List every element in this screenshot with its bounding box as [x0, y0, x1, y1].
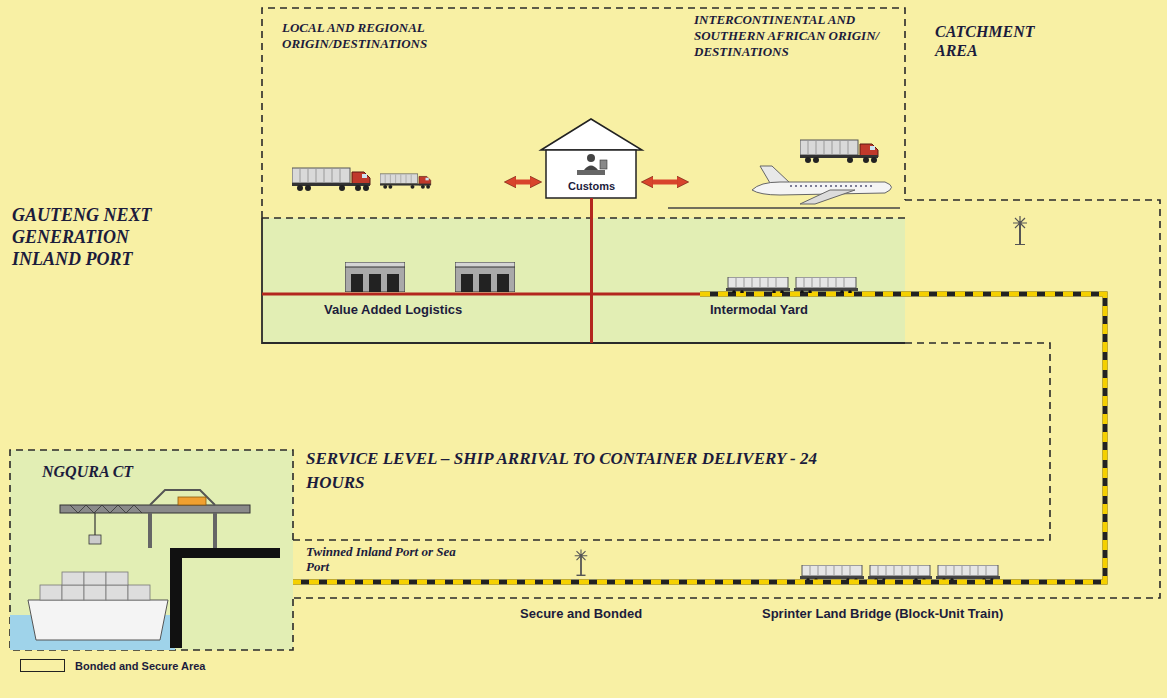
node-label: GAUTENG NEXT GENERATION INLAND PORT — [12, 204, 197, 270]
double-arrow — [651, 180, 679, 185]
warehouse-icon — [455, 262, 515, 292]
plane-icon — [790, 185, 875, 187]
label-holder: SERVICE LEVEL – SHIP ARRIVAL TO CONTAINE… — [306, 447, 876, 495]
wagon-icon — [800, 565, 864, 582]
node-label: Customs — [549, 180, 634, 193]
bonded-outline — [10, 8, 1160, 650]
port-crane — [106, 572, 128, 585]
customs-icon — [541, 119, 642, 198]
wagon-icon — [936, 565, 1000, 582]
intermodal-yard: Intermodal Yard — [700, 252, 865, 324]
logistics-area: Value Added Logistics — [318, 252, 533, 324]
truck-icon — [380, 174, 431, 189]
customs-icon — [584, 166, 598, 171]
plane-icon — [752, 182, 892, 195]
wagon-icon — [794, 277, 858, 294]
road-connector — [533, 198, 592, 294]
road-line — [590, 294, 593, 343]
legend-row: Bonded and Secure Area — [20, 659, 205, 672]
port-crane — [106, 585, 128, 600]
port-crane — [62, 585, 84, 600]
road-connector — [592, 198, 701, 294]
plane-icon — [668, 166, 900, 208]
port-crane — [89, 535, 101, 544]
plane-icon — [760, 166, 790, 183]
port-crane — [150, 513, 215, 548]
port-crane — [128, 585, 150, 600]
node-label: LOCAL AND REGIONAL ORIGIN/DESTINATIONS — [282, 20, 497, 52]
port-crane — [84, 585, 106, 600]
catchment-border — [262, 217, 905, 219]
double-arrow — [514, 180, 532, 185]
rail-track — [293, 294, 1105, 582]
edge-label-holder: Sprinter Land Bridge (Block-Unit Train) — [760, 606, 1005, 622]
catchment-area: CATCHMENT AREALOCAL AND REGIONAL ORIGIN/… — [262, 8, 905, 218]
customs-icon — [541, 119, 642, 150]
terminal-border — [10, 450, 293, 650]
plane-icon — [668, 207, 900, 209]
port-crane — [28, 600, 168, 640]
port-crane — [60, 505, 250, 513]
road-line — [592, 198, 701, 294]
customs-icon — [587, 154, 595, 162]
note-label: SERVICE LEVEL – SHIP ARRIVAL TO CONTAINE… — [306, 447, 876, 495]
terminal-ground — [10, 450, 293, 650]
rail-connector — [293, 294, 1105, 582]
road-line — [262, 293, 533, 296]
label-holder: Twinned Inland Port or Sea Port — [306, 544, 471, 574]
port-crane — [40, 585, 62, 600]
truck-icon — [292, 168, 370, 191]
road-connector — [514, 182, 532, 183]
truck-icon — [800, 140, 878, 163]
port-border — [262, 218, 905, 343]
catchment-border — [262, 8, 905, 218]
rail-track — [293, 294, 1105, 582]
port-crane — [70, 505, 142, 513]
label-holder: Secure and Bonded — [520, 606, 642, 622]
node-label: NGQURA CT — [42, 462, 133, 481]
port-crane — [178, 497, 206, 505]
origin-region: INTERCONTINENTAL AND SOUTHERN AFRICAN OR… — [690, 10, 905, 206]
node-label: INTERCONTINENTAL AND SOUTHERN AFRICAN OR… — [694, 12, 899, 60]
signal-icon — [1013, 216, 1027, 245]
road-line — [533, 198, 592, 294]
port-crane — [94, 513, 95, 535]
warehouse-icon — [345, 262, 405, 292]
container-terminal: NGQURA CT — [10, 450, 293, 650]
port-crane — [84, 572, 106, 585]
node-label: Intermodal Yard — [710, 302, 808, 318]
wagon-icon — [726, 277, 790, 294]
node-label: CATCHMENT AREA — [935, 22, 1075, 60]
inland-port: GAUTENG NEXT GENERATION INLAND PORTValue… — [262, 218, 905, 343]
connector-group — [293, 182, 1105, 582]
port-crane — [62, 572, 84, 585]
customs-icon — [577, 170, 605, 175]
note-label: Secure and Bonded — [520, 606, 642, 622]
wagon-icon — [868, 565, 932, 582]
road-connector — [651, 182, 679, 183]
plane-icon — [800, 190, 855, 204]
port-crane — [170, 548, 182, 648]
note-label: Twinned Inland Port or Sea Port — [306, 544, 471, 574]
corridor-border — [293, 200, 1160, 598]
signal-icon — [575, 549, 588, 575]
customs-house: Customs — [543, 118, 640, 198]
node-label: Value Added Logistics — [324, 302, 462, 318]
customs-icon — [546, 150, 636, 198]
port-ground — [262, 218, 905, 343]
customs-icon — [600, 160, 607, 169]
port-crane — [170, 548, 280, 558]
legend-swatch — [20, 659, 65, 672]
port-crane — [10, 490, 280, 650]
corridor-border — [293, 343, 1050, 540]
legend-label: Bonded and Secure Area — [75, 660, 205, 672]
origin-region: LOCAL AND REGIONAL ORIGIN/DESTINATIONS — [272, 16, 503, 206]
port-crane — [150, 490, 215, 505]
edge-label: Sprinter Land Bridge (Block-Unit Train) — [760, 606, 1005, 622]
